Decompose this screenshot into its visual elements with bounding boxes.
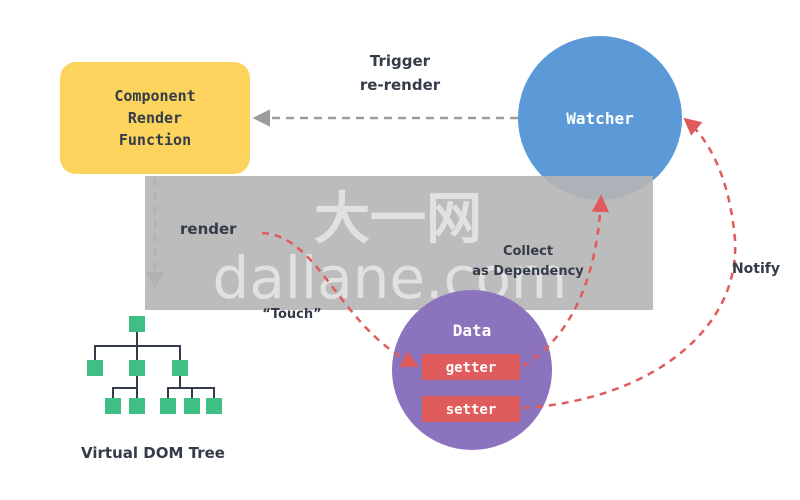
collect-label-line1: Collect [503, 244, 553, 259]
tree-node [172, 360, 188, 376]
tree-node [206, 398, 222, 414]
watcher-circle [518, 36, 682, 200]
component-label-line1: Component [114, 87, 195, 105]
setter-pill [422, 396, 520, 422]
touch-label: “Touch” [262, 307, 321, 322]
watermark-band [145, 176, 653, 310]
watcher-node: Watcher [518, 36, 682, 200]
getter-pill [422, 354, 520, 380]
trigger-label-line1: Trigger [370, 52, 431, 70]
watermark: 大一网 dallane.com [145, 176, 653, 312]
tree-node [87, 360, 103, 376]
watcher-label: Watcher [566, 109, 633, 128]
tree-node [129, 398, 145, 414]
notify-arrow [522, 117, 737, 410]
watermark-line1: 大一网 [314, 187, 482, 252]
component-render-function-node: Component Render Function [60, 62, 250, 174]
data-node: Data getter setter [392, 290, 552, 450]
tree-edges [94, 332, 215, 398]
tree-node [184, 398, 200, 414]
tree-node-root [129, 316, 145, 332]
collect-label-line2: as Dependency [472, 264, 584, 279]
tree-nodes [87, 316, 222, 414]
tree-node [105, 398, 121, 414]
getter-label: getter [446, 360, 497, 376]
vdom-label: Virtual DOM Tree [81, 444, 225, 462]
notify-label: Notify [732, 261, 780, 277]
data-title: Data [453, 321, 492, 340]
tree-node [129, 360, 145, 376]
setter-label: setter [446, 402, 497, 418]
component-box [60, 62, 250, 174]
trigger-label-line2: re-render [360, 76, 441, 94]
touch-arrow [261, 231, 420, 368]
component-label-line2: Render [128, 109, 182, 127]
component-label-line3: Function [119, 131, 191, 149]
virtual-dom-tree: Virtual DOM Tree [81, 316, 225, 462]
tree-node [160, 398, 176, 414]
render-label: render [180, 220, 237, 238]
